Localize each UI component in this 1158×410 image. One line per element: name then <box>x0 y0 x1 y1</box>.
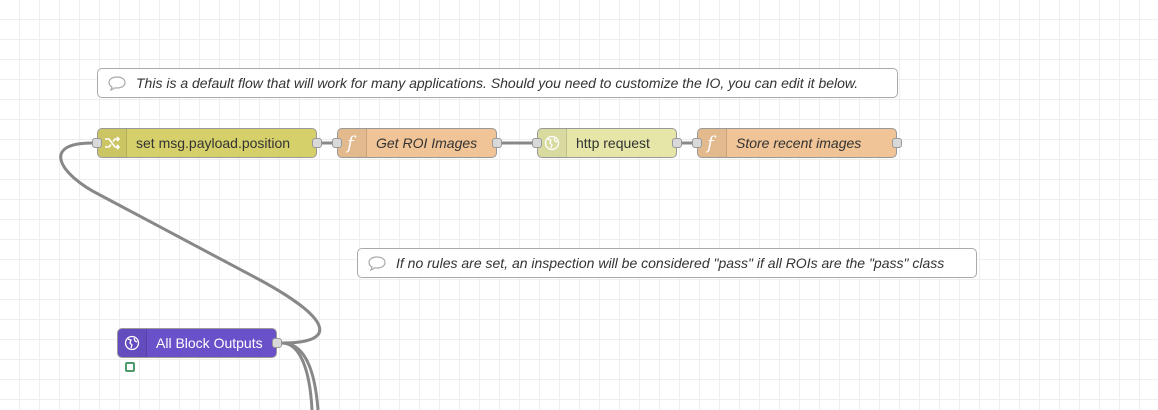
comment-text: This is a default flow that will work fo… <box>136 75 858 91</box>
comment-pass-rule[interactable]: If no rules are set, an inspection will … <box>357 248 977 278</box>
input-port[interactable] <box>332 138 342 148</box>
input-port[interactable] <box>92 138 102 148</box>
input-port[interactable] <box>692 138 702 148</box>
node-label: Store recent images <box>727 135 861 151</box>
input-port[interactable] <box>532 138 542 148</box>
node-label: All Block Outputs <box>147 335 263 351</box>
globe-icon <box>118 329 147 357</box>
svg-text:f: f <box>705 133 717 153</box>
http-request-node[interactable]: http request <box>537 128 677 158</box>
function-icon: f <box>698 129 727 157</box>
output-port[interactable] <box>892 138 902 148</box>
wire-alloutputs-to-change[interactable] <box>61 143 320 343</box>
output-port[interactable] <box>492 138 502 148</box>
speech-bubble-icon <box>358 255 396 271</box>
speech-bubble-icon <box>98 75 136 91</box>
globe-icon <box>538 129 567 157</box>
shuffle-icon <box>98 129 127 157</box>
svg-text:f: f <box>345 133 357 153</box>
comment-default-flow[interactable]: This is a default flow that will work fo… <box>97 68 898 98</box>
wire-alloutputs-down-a[interactable] <box>282 343 312 410</box>
all-block-outputs-node[interactable]: All Block Outputs <box>117 328 277 358</box>
node-label: Get ROI Images <box>367 135 477 151</box>
function-node-store-recent-images[interactable]: f Store recent images <box>697 128 897 158</box>
output-port[interactable] <box>272 338 282 348</box>
output-port[interactable] <box>672 138 682 148</box>
function-node-get-roi-images[interactable]: f Get ROI Images <box>337 128 497 158</box>
node-label: set msg.payload.position <box>127 135 290 151</box>
output-port[interactable] <box>312 138 322 148</box>
change-node-set-position[interactable]: set msg.payload.position <box>97 128 317 158</box>
function-icon: f <box>338 129 367 157</box>
node-label: http request <box>567 135 650 151</box>
comment-text: If no rules are set, an inspection will … <box>396 255 944 271</box>
node-status-indicator <box>125 362 135 372</box>
